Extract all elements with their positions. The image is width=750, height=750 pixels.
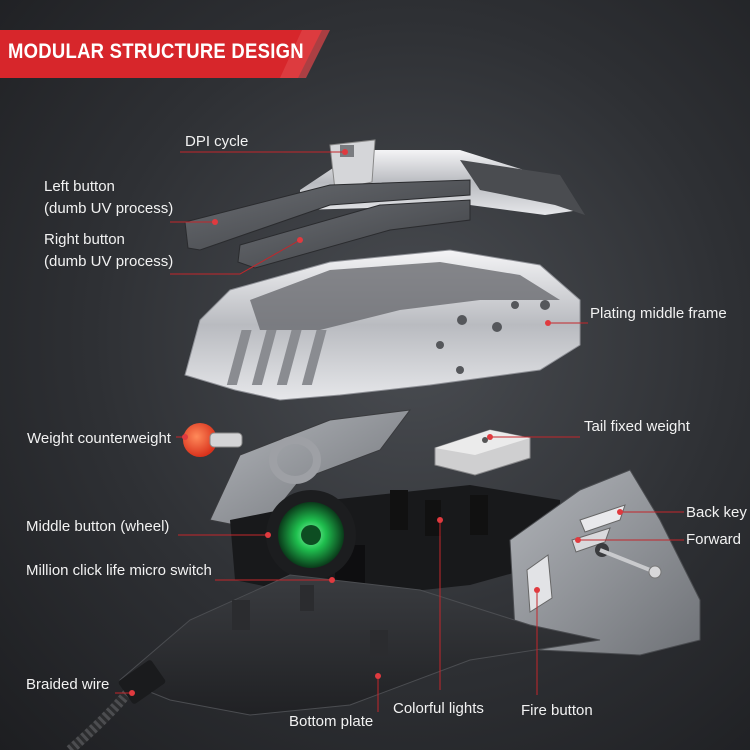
title-banner	[0, 30, 330, 78]
left-button-panel	[184, 179, 471, 251]
label-fire-button: Fire button	[521, 702, 593, 719]
label-left-button-title: Left button	[44, 178, 115, 195]
label-right-button: Right button (dumb UV process)	[44, 231, 173, 271]
label-plating-middle-frame: Plating middle frame	[590, 305, 727, 322]
leader-lines	[115, 149, 684, 712]
tail-fixed-weight	[434, 429, 531, 476]
label-micro-switch: Million click life micro switch	[26, 562, 212, 579]
label-left-button: Left button (dumb UV process)	[44, 178, 173, 218]
middle-wheel	[266, 490, 356, 580]
label-tail-fixed-weight: Tail fixed weight	[584, 418, 690, 435]
label-weight-counterweight: Weight counterweight	[27, 430, 171, 447]
plating-middle-frame	[184, 249, 581, 401]
label-left-button-note: (dumb UV process)	[44, 200, 174, 217]
label-colorful-lights: Colorful lights	[393, 700, 484, 717]
right-button-panel	[237, 199, 471, 269]
label-braided-wire: Braided wire	[26, 676, 110, 693]
label-middle-button: Middle button (wheel)	[26, 518, 170, 535]
counterweight	[183, 423, 243, 457]
label-right-button-note: (dumb UV process)	[44, 253, 174, 270]
page-title: MODULAR STRUCTURE DESIGN	[8, 40, 304, 63]
label-bottom-plate: Bottom plate	[289, 713, 374, 730]
label-forward: Forward	[686, 531, 742, 548]
label-back-key: Back key	[686, 504, 747, 521]
label-dpi-cycle: DPI cycle	[185, 133, 249, 150]
braided-wire	[66, 660, 166, 750]
bottom-plate	[119, 574, 601, 716]
label-right-button-title: Right button	[44, 231, 125, 248]
